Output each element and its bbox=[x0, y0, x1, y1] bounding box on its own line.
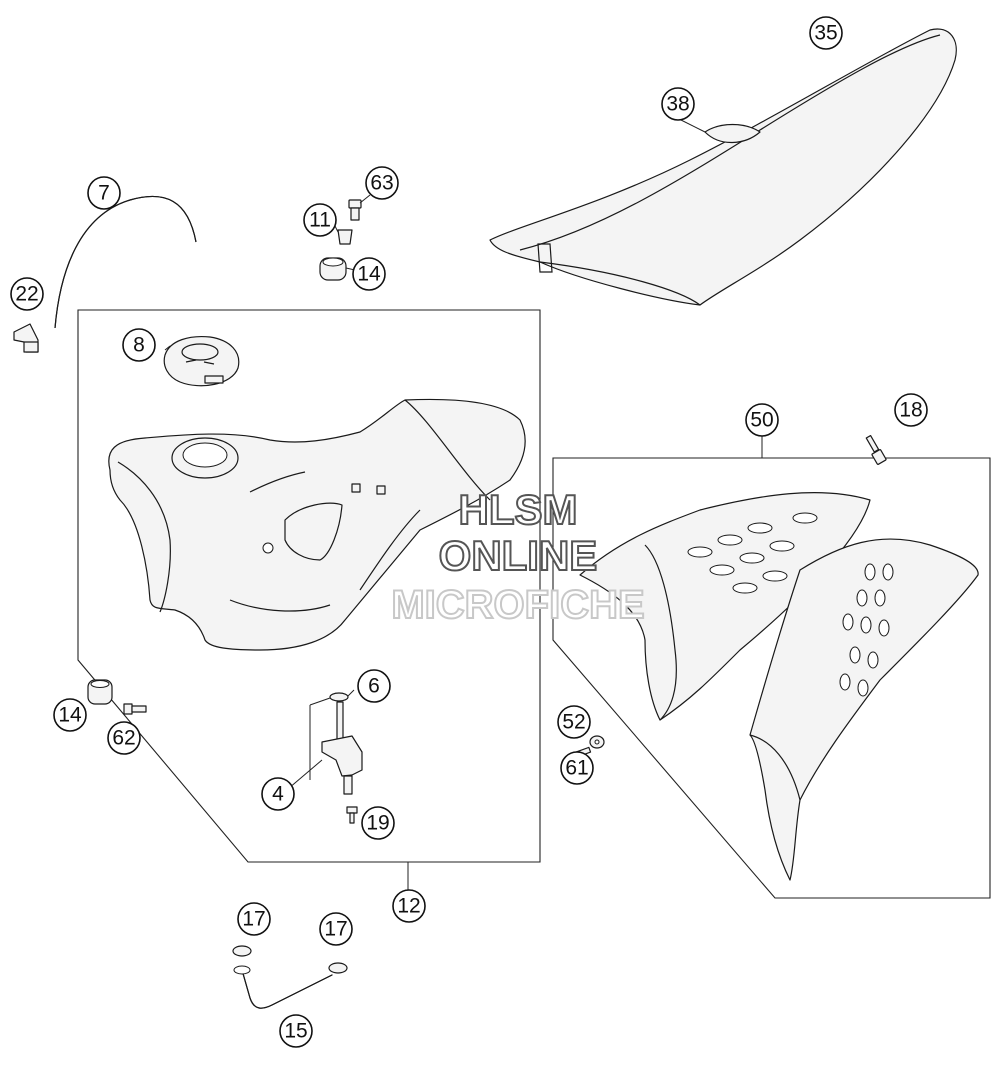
rubber-bushing-14-top[interactable] bbox=[319, 257, 347, 281]
seat-strap bbox=[704, 123, 761, 144]
spoiler-assembly-frame bbox=[552, 457, 991, 899]
svg-text:11: 11 bbox=[309, 209, 331, 232]
callout-12: 12 bbox=[392, 889, 426, 923]
callout-7: 7 bbox=[87, 176, 121, 210]
svg-text:15: 15 bbox=[284, 1020, 307, 1043]
fuel-tank[interactable] bbox=[108, 398, 526, 651]
svg-text:6: 6 bbox=[368, 675, 380, 698]
hose-clamp-right[interactable] bbox=[328, 962, 348, 974]
svg-text:17: 17 bbox=[242, 908, 265, 931]
fuel-tank-assembly-frame bbox=[77, 309, 541, 863]
svg-text:12: 12 bbox=[397, 895, 420, 918]
svg-text:14: 14 bbox=[357, 263, 381, 286]
svg-text:63: 63 bbox=[370, 172, 393, 195]
hose-clamp-left[interactable] bbox=[232, 945, 252, 957]
callout-22: 22 bbox=[10, 277, 44, 311]
svg-text:7: 7 bbox=[98, 182, 110, 205]
watermark-line-3: MICROFICHE bbox=[391, 583, 644, 627]
svg-text:22: 22 bbox=[15, 283, 38, 306]
svg-text:8: 8 bbox=[133, 334, 145, 357]
svg-text:17: 17 bbox=[324, 918, 347, 941]
callout-61: 61 bbox=[560, 751, 594, 785]
callout-50: 50 bbox=[745, 403, 779, 437]
callout-14-top: 14 bbox=[352, 257, 386, 291]
screw-63[interactable] bbox=[348, 199, 362, 221]
callout-17-right: 17 bbox=[319, 912, 353, 946]
screw-19[interactable] bbox=[346, 806, 358, 824]
watermark: HLSM ONLINE MICROFICHE bbox=[390, 485, 645, 628]
callout-63: 63 bbox=[365, 166, 399, 200]
spoiler-right[interactable] bbox=[749, 538, 979, 881]
callout-6: 6 bbox=[357, 669, 391, 703]
fuel-cap[interactable] bbox=[163, 335, 240, 387]
svg-text:61: 61 bbox=[565, 757, 588, 780]
callout-19: 19 bbox=[361, 806, 395, 840]
svg-text:35: 35 bbox=[814, 22, 837, 45]
screw-62[interactable] bbox=[123, 703, 147, 715]
svg-text:4: 4 bbox=[272, 783, 284, 806]
svg-text:18: 18 bbox=[899, 399, 922, 422]
callout-52: 52 bbox=[557, 705, 591, 739]
fuel-tap[interactable] bbox=[321, 701, 363, 795]
callout-18: 18 bbox=[894, 393, 928, 427]
callout-35: 35 bbox=[809, 16, 843, 50]
watermark-line-1: HLSM bbox=[459, 486, 578, 533]
watermark-line-2: ONLINE bbox=[439, 532, 598, 579]
vent-hose[interactable] bbox=[233, 965, 333, 1009]
spoiler-left[interactable] bbox=[579, 491, 871, 721]
callout-17-left: 17 bbox=[237, 902, 271, 936]
callout-4: 4 bbox=[261, 777, 295, 811]
screw-18[interactable] bbox=[865, 434, 887, 465]
washer-52[interactable] bbox=[589, 735, 605, 749]
rubber-bushing-14-left[interactable] bbox=[87, 679, 113, 705]
collar-11[interactable] bbox=[337, 229, 353, 245]
svg-text:50: 50 bbox=[750, 409, 773, 432]
callout-15: 15 bbox=[279, 1014, 313, 1048]
svg-text:38: 38 bbox=[666, 93, 689, 116]
svg-text:19: 19 bbox=[366, 812, 389, 835]
hose-elbow[interactable] bbox=[13, 323, 39, 353]
callout-38: 38 bbox=[661, 87, 695, 121]
seat[interactable] bbox=[489, 28, 957, 306]
callout-14-left: 14 bbox=[53, 698, 87, 732]
fuel-hose[interactable] bbox=[54, 195, 197, 329]
callout-8: 8 bbox=[122, 328, 156, 362]
o-ring[interactable] bbox=[329, 692, 349, 702]
callout-62: 62 bbox=[107, 721, 141, 755]
svg-text:62: 62 bbox=[112, 727, 135, 750]
svg-text:52: 52 bbox=[562, 711, 585, 734]
callout-11: 11 bbox=[303, 203, 337, 237]
svg-text:14: 14 bbox=[58, 704, 82, 727]
